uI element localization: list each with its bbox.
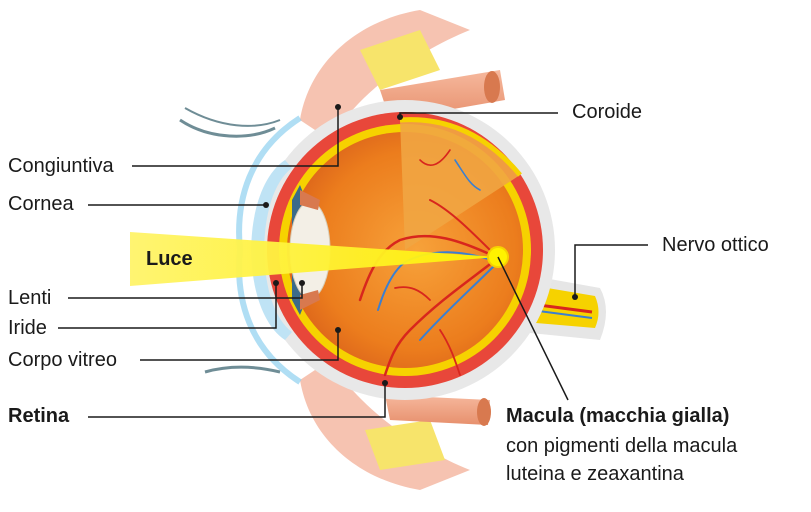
light-beam: [130, 232, 498, 286]
leader-dots: [263, 104, 578, 386]
lower-lash: [204, 365, 281, 374]
lower-muscle-end: [477, 398, 491, 426]
upper-muscle-end: [484, 71, 500, 103]
label-congiuntiva: Congiuntiva: [8, 155, 114, 177]
leader-congiuntiva: [132, 107, 339, 167]
lower-muscle: [385, 395, 490, 425]
label-coroide: Coroide: [572, 101, 643, 123]
leader-retina: [88, 383, 386, 418]
leader-lenti: [68, 283, 303, 299]
leader-macula: [497, 256, 569, 401]
label-macula-line3: luteina e zeaxantina: [506, 463, 684, 485]
upper-lash: [179, 118, 276, 138]
label-luce: Luce: [146, 248, 193, 270]
cutaway-wedge: [400, 119, 520, 250]
label-cornea: Cornea: [8, 193, 74, 215]
label-lenti: Lenti: [8, 287, 52, 309]
label-macula-title: Macula (macchia gialla): [506, 405, 730, 427]
label-nervo-ottico: Nervo ottico: [662, 234, 769, 256]
leader-iride: [58, 283, 277, 329]
cutaway-retina-edge: [399, 117, 522, 177]
ciliary-body-top: [300, 190, 320, 210]
leader-nervo-ottico: [574, 244, 648, 297]
lower-fat: [365, 420, 445, 470]
label-iride: Iride: [8, 317, 47, 339]
label-retina: Retina: [8, 405, 70, 427]
upper-lash-2: [184, 107, 281, 127]
upper-fat: [360, 30, 440, 90]
label-macula-line2: con pigmenti della macula: [506, 435, 738, 457]
leader-corpo-vitreo: [140, 330, 339, 361]
ciliary-body-bottom: [300, 290, 320, 310]
label-corpo-vitreo: Corpo vitreo: [8, 349, 117, 371]
